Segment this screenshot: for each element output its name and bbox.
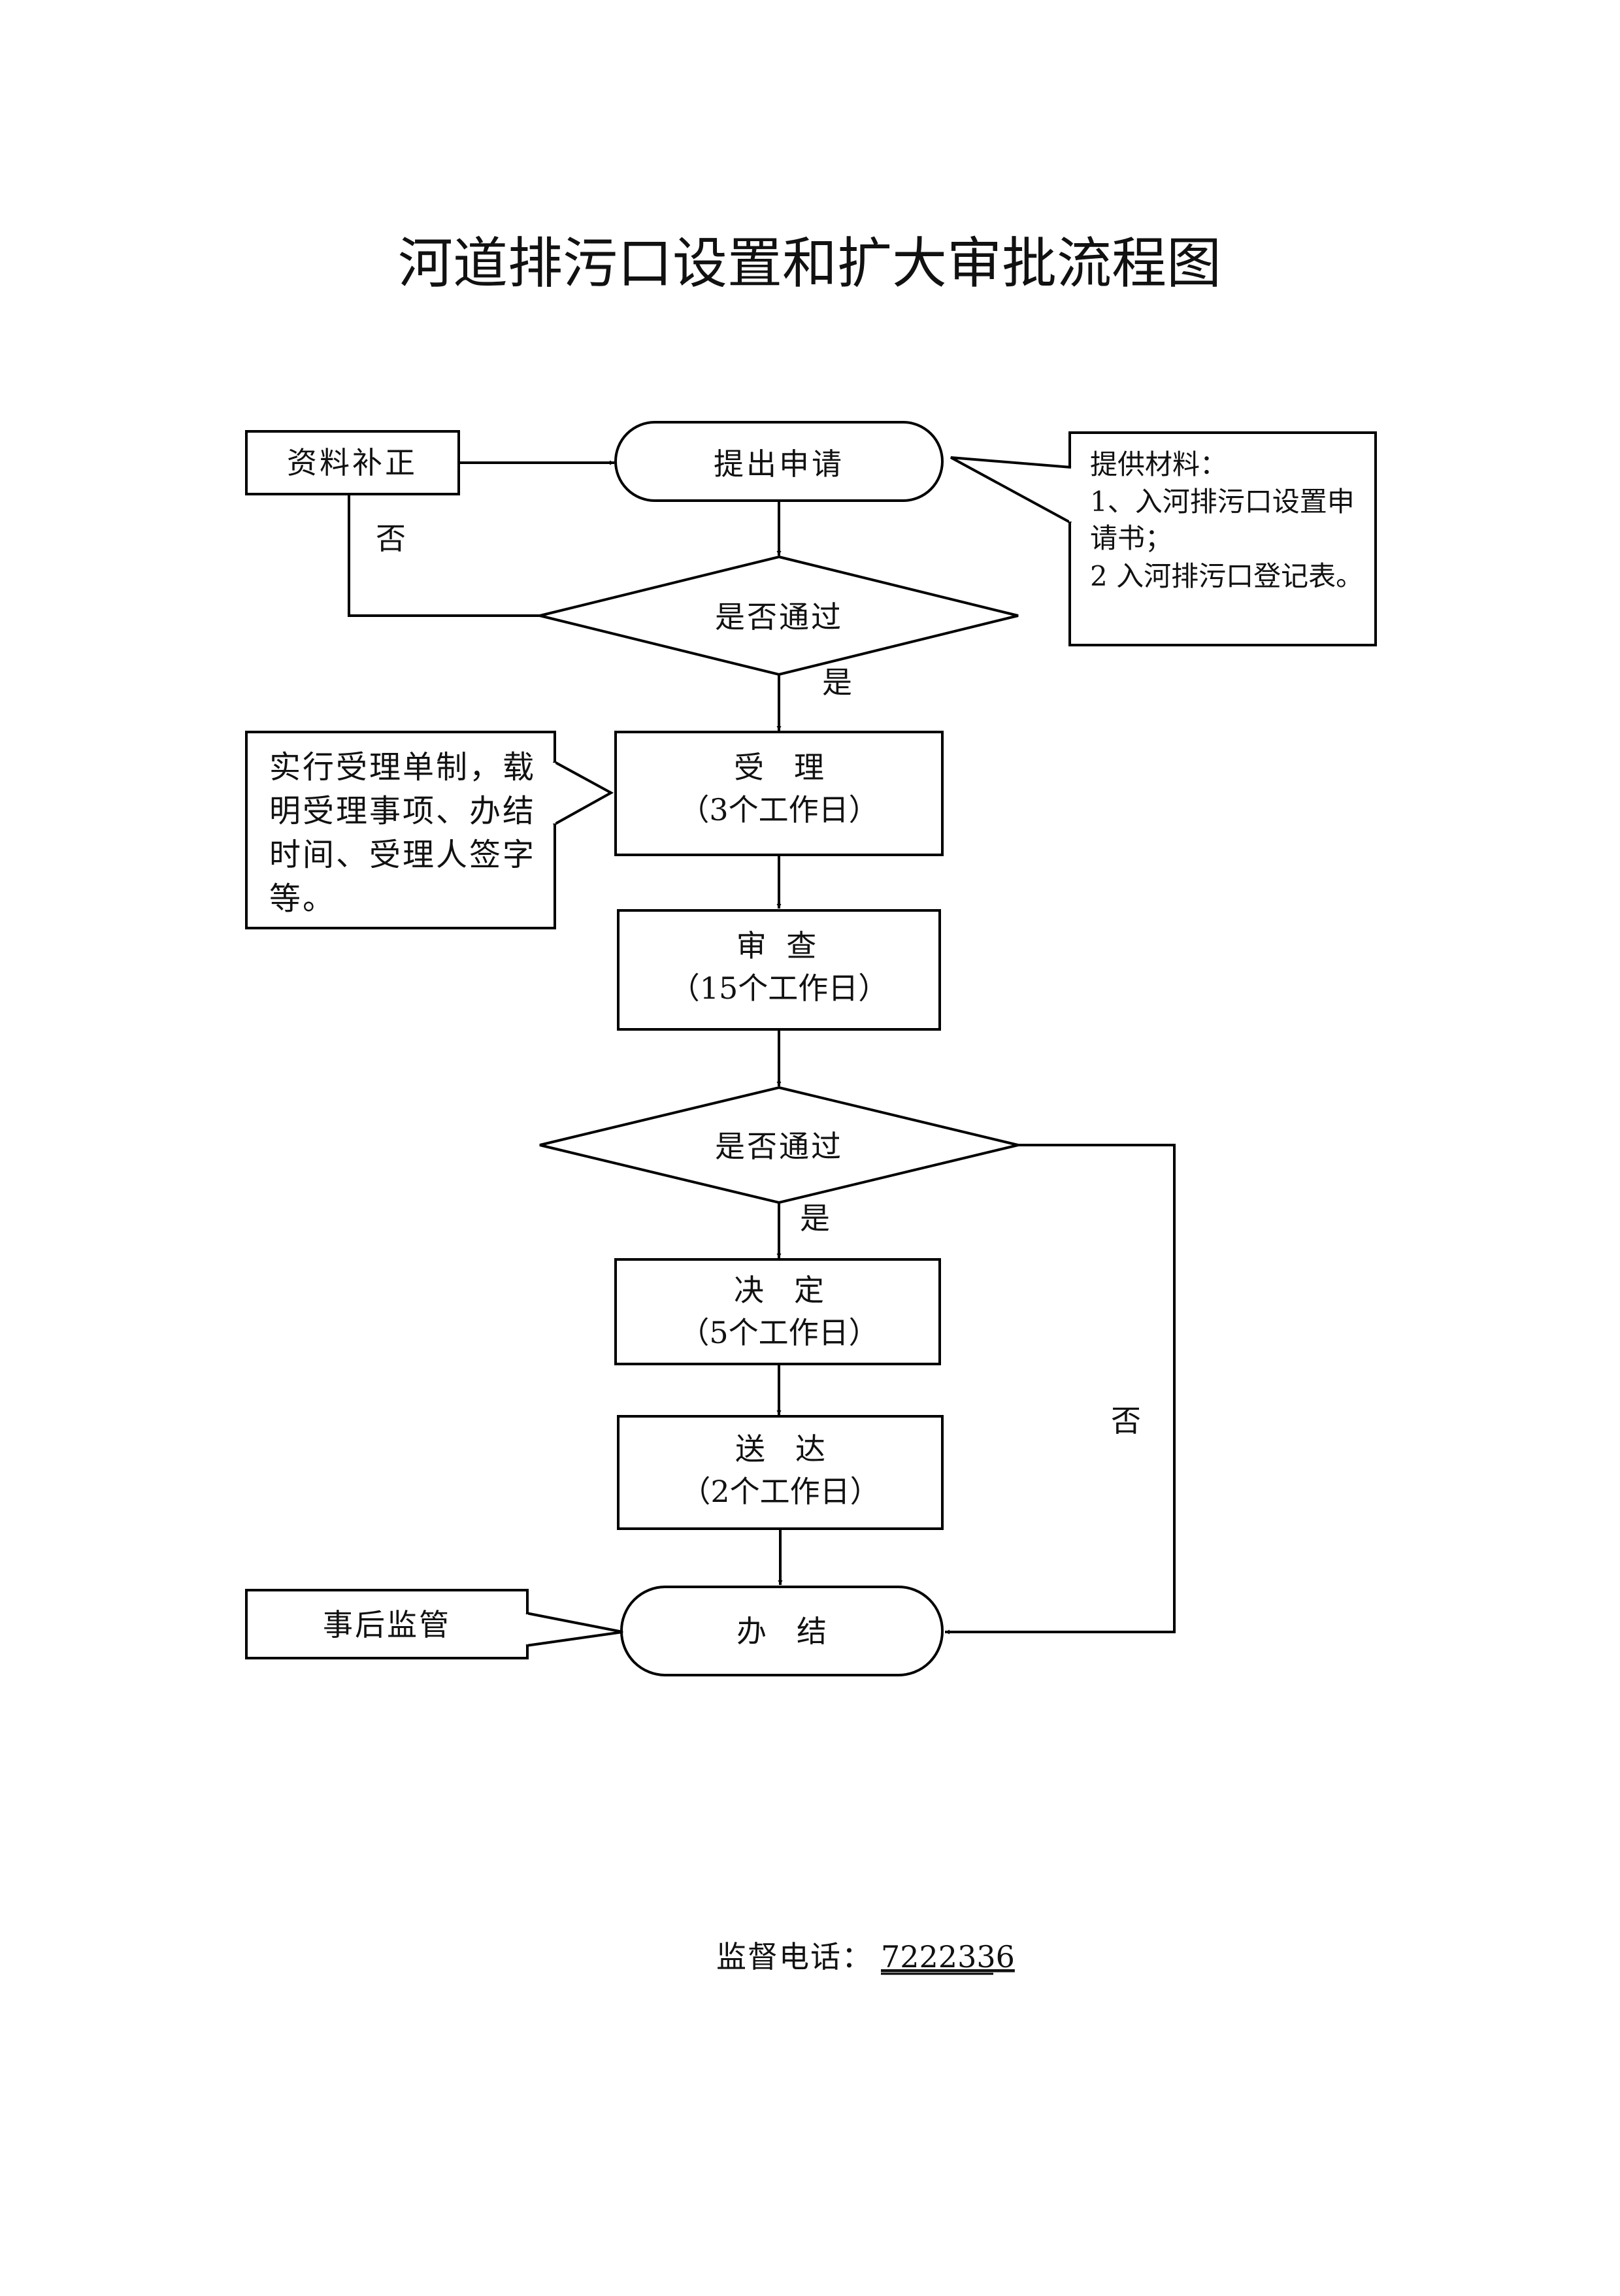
materials-note-line-2: 1、入河排污口设置申	[1090, 486, 1355, 518]
materials-note-pointer	[950, 456, 1072, 524]
decide-label: 决 定	[734, 1273, 824, 1308]
review-label: 审 查	[736, 928, 822, 963]
decision2-label: 是否通过	[715, 1129, 843, 1164]
apply-node: 提出申请	[614, 421, 944, 502]
apply-label: 提出申请	[714, 446, 844, 482]
decision1-label: 是否通过	[715, 599, 843, 635]
supplement-node: 资料补正	[245, 430, 460, 495]
decision2-node: 是否通过	[539, 1086, 1019, 1205]
decide-duration: （5个工作日）	[679, 1315, 878, 1350]
deliver-duration: （2个工作日）	[680, 1474, 880, 1509]
decide-node: 决 定 （5个工作日）	[614, 1258, 941, 1365]
footer-phone: 7222336	[881, 1939, 1015, 1974]
edge-decision1-no	[348, 494, 540, 617]
supplement-label: 资料补正	[287, 445, 418, 480]
accept-node: 受 理 （3个工作日）	[614, 731, 944, 856]
finish-node: 办 结	[620, 1586, 944, 1676]
accept-note: 实行受理单制，载 明受理事项、办结 时间、受理人签字 等。	[245, 731, 556, 929]
materials-note: 提供材料： 1、入河排污口设置申 请书； 2 入河排污口登记表。	[1068, 431, 1377, 646]
accept-label: 受 理	[734, 750, 824, 785]
accept-note-pointer	[553, 760, 614, 826]
edge-label-no-2: 否	[1111, 1403, 1141, 1439]
review-duration: （15个工作日）	[670, 971, 889, 1006]
deliver-node: 送 达 （2个工作日）	[617, 1415, 944, 1530]
finish-label: 办 结	[736, 1614, 827, 1649]
supervise-node: 事后监管	[245, 1589, 529, 1659]
materials-note-line-3: 请书；	[1090, 522, 1172, 554]
deliver-label: 送 达	[735, 1431, 825, 1467]
accept-note-line-1: 实行受理单制，载	[269, 749, 536, 786]
edge-label-yes-1: 是	[822, 665, 852, 700]
footer-label: 监督电话：	[716, 1939, 873, 1974]
accept-note-line-2: 明受理事项、办结	[269, 793, 536, 829]
accept-duration: （3个工作日）	[679, 792, 878, 827]
materials-note-line-4: 2 入河排污口登记表。	[1090, 560, 1363, 592]
supervise-label: 事后监管	[323, 1607, 451, 1642]
decision1-node: 是否通过	[539, 555, 1019, 676]
accept-note-line-3: 时间、受理人签字	[269, 837, 536, 873]
materials-note-line-1: 提供材料：	[1090, 448, 1227, 480]
accept-note-line-4: 等。	[269, 880, 336, 917]
edge-label-no-1: 否	[376, 521, 406, 556]
edge-decision2-no	[945, 1144, 1176, 1635]
review-node: 审 查 （15个工作日）	[617, 909, 941, 1031]
edge-label-yes-2: 是	[800, 1201, 830, 1236]
page-title: 河道排污口设置和扩大审批流程图	[398, 233, 1221, 294]
supervise-pointer	[525, 1612, 623, 1647]
